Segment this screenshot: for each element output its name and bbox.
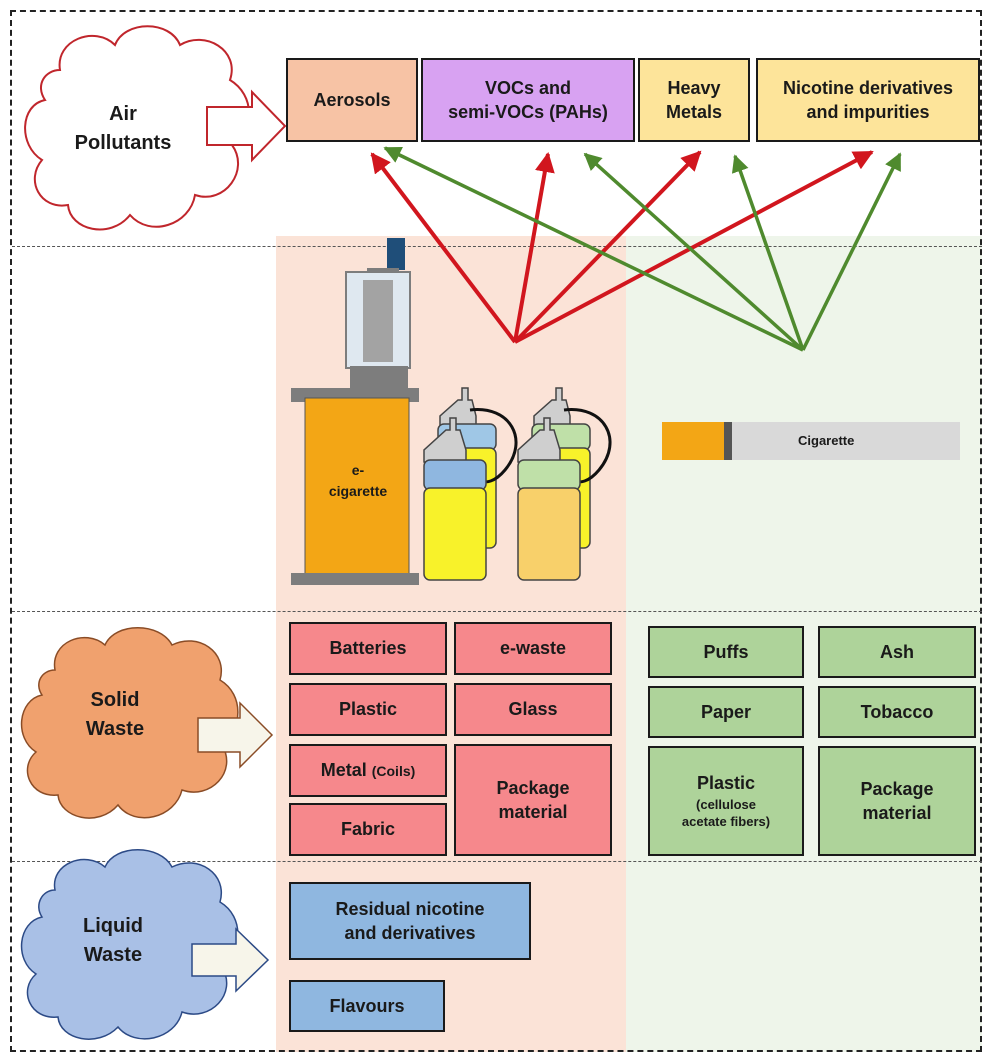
cig-package-line2: material xyxy=(862,803,932,823)
solid-block-arrow xyxy=(197,701,274,769)
ecigarette-label: e- cigarette xyxy=(310,460,406,502)
red-arrow-nicotine xyxy=(514,150,874,344)
ash-label: Ash xyxy=(879,641,914,662)
plastic-label: Plastic xyxy=(338,699,398,720)
ecig-label-line1: e- xyxy=(351,462,365,478)
air-label-line1: Air xyxy=(109,103,137,125)
ewaste-label: e-waste xyxy=(499,638,567,659)
ecig-package-line1: Package xyxy=(496,777,570,798)
eliquid-bottles xyxy=(423,387,612,581)
puffs-label: Puffs xyxy=(703,641,749,662)
air-pollutants-cloud xyxy=(24,25,250,231)
ecig-label-line2: cigarette xyxy=(328,483,388,499)
diagram-frame xyxy=(10,10,982,1052)
divider-air xyxy=(12,246,982,247)
heavy-metals-box: Heavy Metals xyxy=(638,58,750,142)
cig-package-line1: Package xyxy=(860,778,934,799)
liquid-label-line2: Waste xyxy=(83,944,143,966)
liquid-label-line1: Liquid xyxy=(83,915,143,937)
cig-package-material-box: Package material xyxy=(818,746,976,856)
ecig-package-material-box: Package material xyxy=(454,744,612,856)
tobacco-label: Tobacco xyxy=(860,701,934,722)
nicotine-derivatives-box: Nicotine derivatives and impurities xyxy=(756,58,980,142)
coils-label: (Coils) xyxy=(371,763,416,780)
cig-emission-arrows xyxy=(383,146,902,352)
cigarette-graphic xyxy=(662,422,960,460)
aerosols-label: Aerosols xyxy=(313,89,391,110)
flavours-box: Flavours xyxy=(289,980,445,1032)
divider-liquid xyxy=(12,861,982,862)
vocs-label-line2: semi-VOCs (PAHs) xyxy=(448,102,608,122)
nicotine-line1: Nicotine derivatives xyxy=(782,77,954,98)
solid-label-line1: Solid xyxy=(90,689,140,711)
flavours-label: Flavours xyxy=(329,995,405,1016)
ecig-emission-arrows xyxy=(370,150,874,344)
heavy-metals-line2: Metals xyxy=(665,102,723,122)
heavy-metals-line1: Heavy xyxy=(667,77,721,98)
metal-label: Metal xyxy=(320,760,367,781)
solid-waste-cloud xyxy=(20,627,239,819)
red-arrow-metals xyxy=(513,150,702,344)
tobacco-box: Tobacco xyxy=(818,686,976,738)
cig-plastic-sub1: (cellulose xyxy=(696,796,756,812)
residual-line1: Residual nicotine xyxy=(335,898,485,919)
paper-box: Paper xyxy=(648,686,804,738)
cig-plastic-box: Plastic (cellulose acetate fibers) xyxy=(648,746,804,856)
ecigarette-device xyxy=(291,238,419,585)
glass-box: Glass xyxy=(454,683,612,736)
fabric-label: Fabric xyxy=(340,819,396,840)
aerosols-box: Aerosols xyxy=(286,58,418,142)
metal-coils-box: Metal (Coils) xyxy=(289,744,447,797)
nicotine-line2: and impurities xyxy=(806,102,930,122)
solid-label-line2: Waste xyxy=(85,718,145,740)
ash-box: Ash xyxy=(818,626,976,678)
green-arrow-vocs xyxy=(583,152,805,352)
red-arrow-vocs xyxy=(513,152,555,343)
cig-plastic-label: Plastic xyxy=(696,773,756,794)
paper-label: Paper xyxy=(700,701,752,722)
liquid-waste-label: Liquid Waste xyxy=(58,912,168,970)
glass-label: Glass xyxy=(508,699,558,720)
red-arrow-aerosols xyxy=(370,152,517,344)
liquid-waste-cloud xyxy=(20,849,239,1040)
plastic-box: Plastic xyxy=(289,683,447,736)
ecig-package-line2: material xyxy=(498,802,568,822)
batteries-label: Batteries xyxy=(329,638,407,659)
ewaste-box: e-waste xyxy=(454,622,612,675)
divider-solid xyxy=(12,611,982,612)
cigarette-label: Cigarette xyxy=(798,433,855,448)
air-block-arrow xyxy=(206,89,287,163)
air-label-line2: Pollutants xyxy=(74,132,172,154)
air-pollutants-label: Air Pollutants xyxy=(58,100,188,158)
solid-waste-label: Solid Waste xyxy=(60,686,170,744)
fabric-box: Fabric xyxy=(289,803,447,856)
residual-nicotine-box: Residual nicotine and derivatives xyxy=(289,882,531,960)
liquid-block-arrow xyxy=(191,927,270,993)
vocs-label-line1: VOCs and xyxy=(484,77,572,98)
vocs-box: VOCs and semi-VOCs (PAHs) xyxy=(421,58,635,142)
green-arrow-nicotine xyxy=(801,152,902,351)
green-arrow-metals xyxy=(731,154,805,351)
batteries-box: Batteries xyxy=(289,622,447,675)
puffs-box: Puffs xyxy=(648,626,804,678)
cig-plastic-sub2: acetate fibers) xyxy=(681,814,771,830)
residual-line2: and derivatives xyxy=(344,923,476,943)
green-arrow-aerosols xyxy=(383,146,804,352)
